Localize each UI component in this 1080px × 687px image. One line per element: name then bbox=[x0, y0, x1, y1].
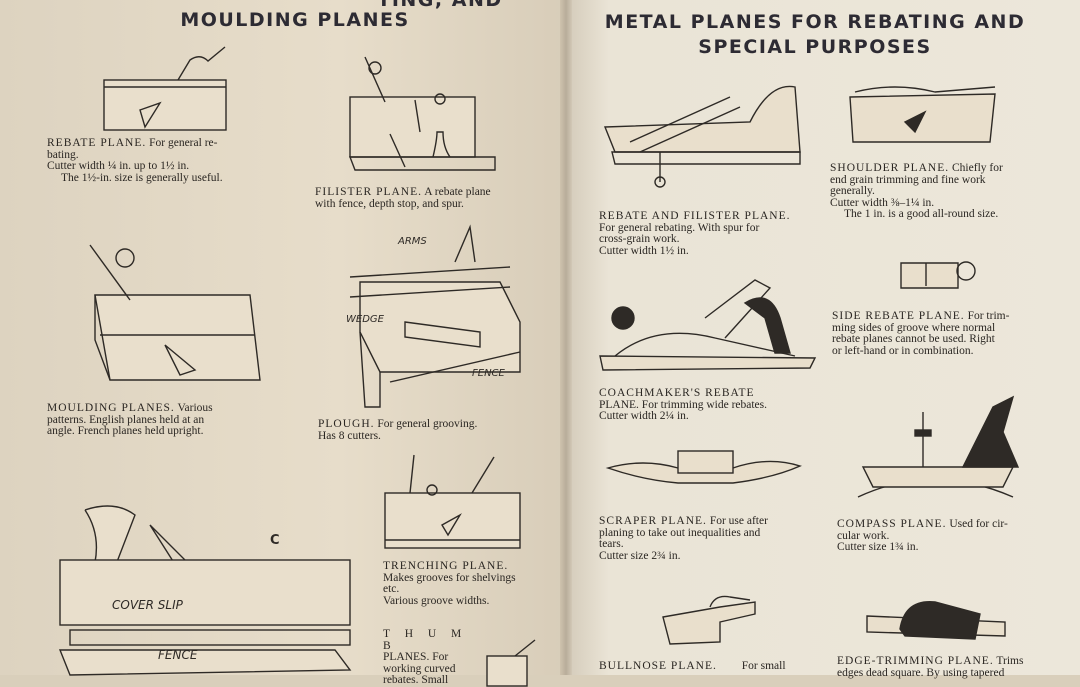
label-cover-slip: COVER SLIP bbox=[112, 598, 183, 612]
moulding-planes-illustration bbox=[89, 244, 261, 381]
side-rebate-plane-illustration bbox=[900, 261, 976, 289]
caption-filister-plane: FILISTER PLANE. A rebate plane with fenc… bbox=[315, 186, 491, 210]
bullnose-plane-illustration bbox=[662, 595, 756, 645]
plough-illustration bbox=[349, 224, 521, 408]
shoulder-plane-illustration bbox=[849, 86, 996, 143]
caption-bullnose-plane: BULLNOSE PLANE. For small bbox=[599, 660, 786, 672]
trenching-plane-illustration bbox=[384, 454, 521, 549]
compass-plane-illustration bbox=[857, 395, 1020, 498]
caption-moulding-planes: MOULDING PLANES. Various patterns. Engli… bbox=[47, 402, 213, 437]
caption-side-rebate-plane: SIDE REBATE PLANE. For trim- ming sides … bbox=[832, 310, 1010, 357]
rebate-plane-illustration bbox=[103, 46, 227, 131]
thumb-plane-illustration bbox=[486, 639, 536, 687]
caption-plough: PLOUGH. For general grooving. Has 8 cutt… bbox=[318, 418, 478, 442]
caption-scraper-plane: SCRAPER PLANE. For use after planing to … bbox=[599, 515, 768, 562]
plough-label-fence: FENCE bbox=[472, 368, 505, 379]
scraper-plane-illustration bbox=[605, 450, 802, 484]
caption-rebate-plane: REBATE PLANE. For general re- bating.Cut… bbox=[47, 137, 223, 184]
caption-edge-trimming-plane: EDGE-TRIMMING PLANE. Trims edges dead sq… bbox=[837, 655, 1024, 679]
caption-shoulder-plane: SHOULDER PLANE. Chiefly for end grain tr… bbox=[830, 162, 1003, 220]
right-page-heading-line1: METAL PLANES FOR REBATING AND bbox=[604, 11, 1026, 33]
label-fence: FENCE bbox=[158, 648, 198, 662]
large-plane-illustration bbox=[58, 505, 352, 676]
right-page-heading-line2: SPECIAL PURPOSES bbox=[698, 36, 932, 58]
caption-compass-plane: COMPASS PLANE. Used for cir- cular work.… bbox=[837, 518, 1008, 553]
plough-label-wedge: WEDGE bbox=[346, 314, 384, 325]
left-page-heading: MOULDING PLANES bbox=[180, 9, 410, 31]
right-page bbox=[568, 0, 1080, 675]
filister-plane-illustration bbox=[348, 56, 496, 171]
caption-coachmakers-rebate-plane: COACHMAKER'S REBATE PLANE. For trimming … bbox=[599, 387, 768, 422]
plough-label-arms: ARMS bbox=[398, 236, 427, 247]
rebate-filister-plane-illustration bbox=[603, 85, 801, 188]
heading-partial: TING, AND bbox=[377, 0, 503, 11]
book-gutter bbox=[560, 0, 572, 675]
edge-trimming-plane-illustration bbox=[866, 601, 1006, 640]
coachmakers-rebate-plane-illustration bbox=[599, 279, 817, 371]
label-c: C bbox=[270, 533, 280, 548]
caption-trenching-plane: TRENCHING PLANE. Makes grooves for shelv… bbox=[383, 560, 516, 607]
caption-rebate-filister-plane: REBATE AND FILISTER PLANE. For general r… bbox=[599, 210, 791, 257]
